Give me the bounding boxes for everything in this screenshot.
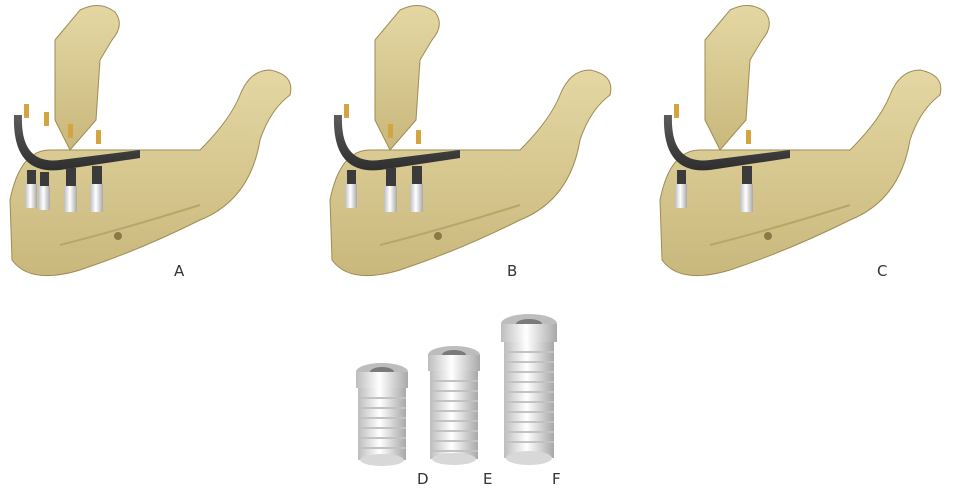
jaw-panel-c: C	[650, 0, 960, 300]
abutment	[388, 124, 393, 138]
abutment	[746, 130, 751, 144]
abutment	[24, 104, 29, 118]
abutment	[68, 124, 73, 138]
implant-screw-illustration	[498, 312, 560, 472]
implant-label: F	[552, 470, 561, 488]
mandible-illustration	[320, 0, 630, 300]
jaw-panel-a: A	[0, 0, 310, 300]
mandible-illustration	[0, 0, 310, 300]
implant-screw-illustration	[424, 345, 484, 470]
implant-screw-illustration	[352, 362, 412, 472]
implant-f	[498, 312, 560, 476]
abutment	[674, 104, 679, 118]
implant-d	[352, 362, 412, 476]
panel-label: B	[507, 262, 517, 280]
abutment	[96, 130, 101, 144]
implant-label: E	[483, 470, 492, 488]
panel-label: C	[877, 262, 887, 280]
implant-e	[424, 345, 484, 474]
abutment	[44, 112, 49, 126]
panel-label: A	[174, 262, 184, 280]
mandible-illustration	[650, 0, 960, 300]
jaw-panel-b: B	[320, 0, 630, 300]
abutment	[344, 104, 349, 118]
abutment	[416, 130, 421, 144]
